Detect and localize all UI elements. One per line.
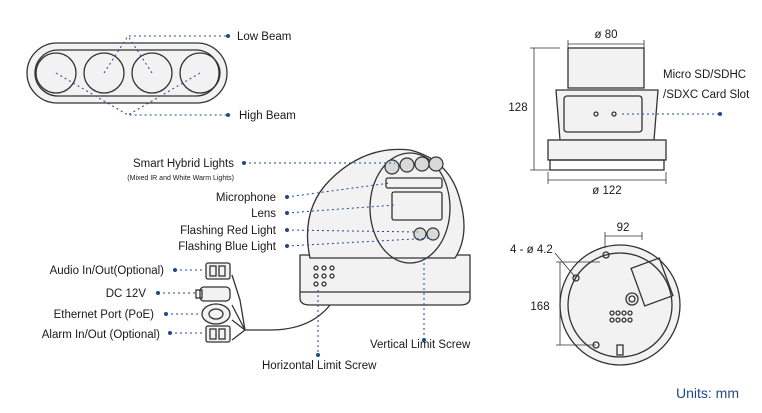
audio-label: Audio In/Out(Optional): [50, 265, 165, 277]
units-label: Units: mm: [676, 385, 739, 401]
connector-audio: [205, 262, 231, 280]
sd-slot-label-line2: /SDXC Card Slot: [663, 89, 750, 101]
connector-dc: [195, 286, 231, 302]
bottom-view-drawing: [559, 244, 681, 366]
camera-leaders: [156, 161, 433, 357]
bottom-view-dimensions: [554, 232, 643, 346]
side-view-drawing: [547, 47, 667, 171]
lens-label: Lens: [251, 208, 276, 220]
hole-spacing-dimension: 92: [617, 222, 630, 234]
smart-hybrid-lights-label: Smart Hybrid Lights: [133, 158, 234, 170]
sd-slot-label-line1: Micro SD/SDHC: [663, 69, 746, 81]
base-height-dimension: 168: [530, 301, 549, 313]
smart-hybrid-lights-sublabel: (Mixed IR and White Warm Lights): [127, 175, 234, 182]
low-beam-label: Low Beam: [237, 31, 291, 43]
microphone-strip: [385, 177, 443, 189]
ethernet-label: Ethernet Port (PoE): [54, 309, 155, 321]
vertical-limit-screw-label: Vertical Limit Screw: [370, 339, 471, 351]
high-beam-leader: [55, 72, 230, 117]
flashing-blue-light-label: Flashing Blue Light: [178, 241, 277, 253]
connector-ethernet: [201, 303, 231, 325]
camera-drawing: [231, 148, 471, 341]
flashing-red-light-label: Flashing Red Light: [180, 225, 277, 237]
top-width-dimension: ø 80: [594, 29, 617, 41]
high-beam-label: High Beam: [239, 110, 296, 122]
flashing-light-pair: [413, 227, 440, 241]
lens-window: [391, 191, 443, 221]
holes-dimension: 4 - ø 4.2: [510, 244, 553, 256]
horizontal-limit-screw-label: Horizontal Limit Screw: [262, 360, 377, 372]
low-beam-leader: [103, 34, 230, 74]
dc-label: DC 12V: [106, 288, 147, 300]
alarm-label: Alarm In/Out (Optional): [42, 329, 160, 341]
base-width-dimension: ø 122: [592, 185, 621, 197]
smart-hybrid-light-array: [384, 156, 444, 175]
connector-alarm: [205, 325, 231, 343]
side-view-dimensions: [530, 40, 722, 184]
microphone-label: Microphone: [216, 192, 276, 204]
height-dimension: 128: [508, 102, 527, 114]
vent-holes: [313, 265, 335, 287]
light-bar-drawing: [26, 42, 228, 104]
